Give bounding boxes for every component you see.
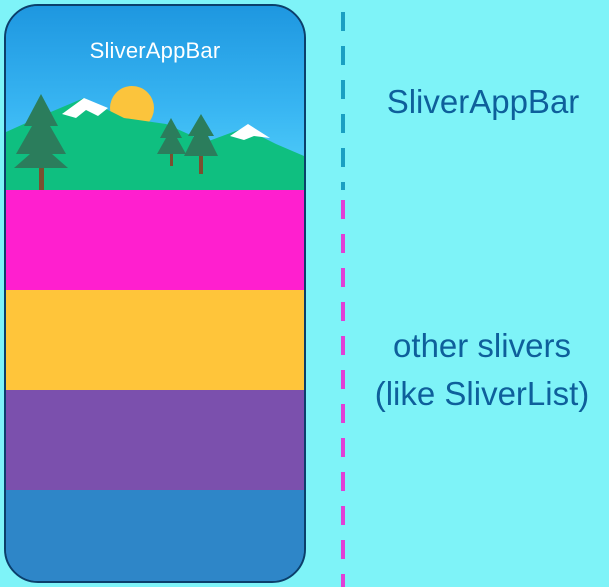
label-sliver-app-bar: SliverAppBar bbox=[386, 83, 580, 120]
snowcap-right bbox=[230, 124, 270, 140]
sliver-app-bar: SliverAppBar bbox=[6, 6, 304, 190]
phone-frame: SliverAppBar bbox=[4, 4, 306, 583]
tree-icon bbox=[14, 94, 68, 190]
app-bar-title: SliverAppBar bbox=[89, 38, 221, 63]
sliver-block-purple bbox=[6, 390, 304, 490]
tree-icon bbox=[184, 114, 218, 174]
sliver-block-yellow bbox=[6, 290, 304, 390]
label-other-line2: (like SliverList) bbox=[374, 375, 590, 412]
label-other-line1: other slivers bbox=[393, 327, 571, 364]
tree-icon bbox=[157, 118, 186, 166]
label-other-slivers: other slivers (like SliverList) bbox=[356, 322, 608, 418]
snowcap-left bbox=[62, 98, 108, 118]
sliver-block-magenta bbox=[6, 190, 304, 290]
divider-other-slivers bbox=[341, 200, 345, 587]
landscape-illustration bbox=[6, 86, 304, 190]
sliver-block-blue bbox=[6, 490, 304, 581]
divider-app-bar bbox=[341, 12, 345, 190]
mountain-icon bbox=[6, 98, 304, 190]
